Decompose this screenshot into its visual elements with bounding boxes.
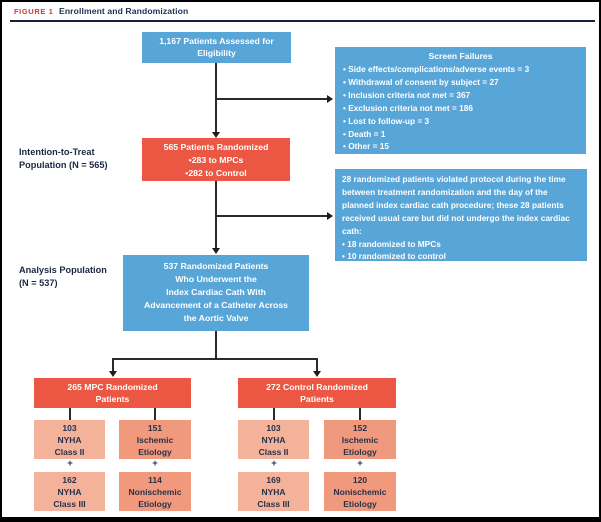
itt-population-label: Intention-to-Treat Population (N = 565) <box>19 147 108 170</box>
screen-failure-item: Other = 15 <box>343 140 578 153</box>
mpc-ischemic-box: 151 Ischemic Etiology <box>119 420 191 459</box>
protocol-violation-item: 10 randomized to control <box>342 250 580 263</box>
control-nonischemic-box: 120 Nonischemic Etiology <box>324 472 396 511</box>
figure-title: Enrollment and Randomization <box>59 6 189 16</box>
control-ischemic-box: 152 Ischemic Etiology <box>324 420 396 459</box>
arrowhead-right-icon <box>327 211 333 220</box>
mpc-nyha-class2-box: 103 NYHA Class II <box>34 420 105 459</box>
connector-control-to-ischemic <box>359 408 361 420</box>
randomized-title: 565 Patients Randomized <box>163 142 269 152</box>
eligibility-box: 1,167 Patients Assessed for Eligibility <box>142 32 291 63</box>
analysis-population-box: 537 Randomized Patients Who Underwent th… <box>123 255 309 331</box>
screen-failure-item: Withdrawal of consent by subject = 27 <box>343 76 578 89</box>
arrowhead-down-icon <box>109 371 117 377</box>
control-group-box: 272 Control Randomized Patients <box>238 378 396 408</box>
plus-symbol: + <box>67 458 73 469</box>
connector-control-to-nyha2 <box>273 408 275 420</box>
figure-number-label: FIGURE 1 <box>14 7 54 16</box>
plus-symbol: + <box>152 458 158 469</box>
screen-failure-item: Inclusion criteria not met = 367 <box>343 89 578 102</box>
randomized-box: 565 Patients Randomized 283 to MPCs 282 … <box>142 138 290 181</box>
connector-to-screen-failures <box>215 98 327 100</box>
screen-failures-box: Screen Failures Side effects/complicatio… <box>335 47 586 154</box>
screen-failure-item: Side effects/complications/adverse event… <box>343 63 578 76</box>
arrowhead-right-icon <box>327 94 333 103</box>
screen-failures-title: Screen Failures <box>428 51 493 61</box>
header-divider <box>10 20 595 22</box>
screen-failure-item: Lost to follow-up = 3 <box>343 115 578 128</box>
protocol-violation-box: 28 randomized patients violated protocol… <box>335 169 587 261</box>
protocol-violation-text: 28 randomized patients violated protocol… <box>342 174 570 236</box>
plus-symbol: + <box>271 458 277 469</box>
mpc-group-box: 265 MPC Randomized Patients <box>34 378 191 408</box>
connector-mpc-to-nyha2 <box>69 408 71 420</box>
connector-split-bar <box>112 358 318 360</box>
connector-mpc-to-ischemic <box>154 408 156 420</box>
screen-failure-item: Death = 1 <box>343 128 578 141</box>
connector-analysis-stem <box>215 331 217 359</box>
mpc-nyha-class3-box: 162 NYHA Class III <box>34 472 105 511</box>
arrowhead-down-icon <box>212 248 220 254</box>
control-nyha-class2-box: 103 NYHA Class II <box>238 420 309 459</box>
connector-to-protocol-violation <box>215 215 327 217</box>
arrowhead-down-icon <box>313 371 321 377</box>
protocol-violation-item: 18 randomized to MPCs <box>342 238 580 251</box>
connector-to-mpc-group <box>112 358 114 372</box>
plus-symbol: + <box>357 458 363 469</box>
analysis-population-label: Analysis Population (N = 537) <box>19 265 107 288</box>
randomized-item: 283 to MPCs <box>142 154 290 167</box>
randomized-item: 282 to Control <box>142 167 290 180</box>
control-nyha-class3-box: 169 NYHA Class III <box>238 472 309 511</box>
screen-failure-item: Exclusion criteria not met = 186 <box>343 102 578 115</box>
arrowhead-down-icon <box>212 132 220 138</box>
mpc-nonischemic-box: 114 Nonischemic Etiology <box>119 472 191 511</box>
connector-to-control-group <box>316 358 318 372</box>
